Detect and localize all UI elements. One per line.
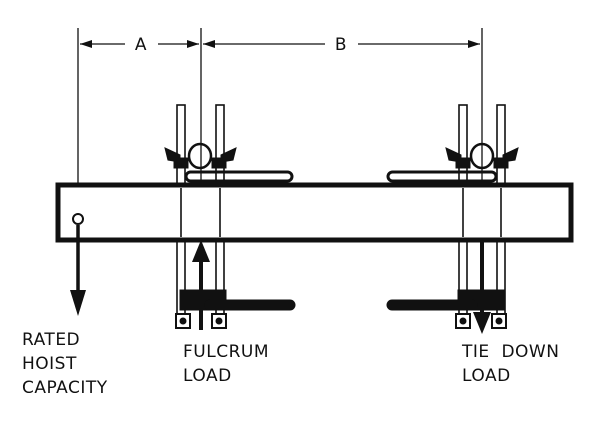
svg-text:HOIST: HOIST: [22, 354, 77, 374]
dimension-b-label: B: [335, 35, 347, 55]
svg-text:TIE DOWN: TIE DOWN: [461, 342, 559, 362]
rated-hoist-capacity-label: RATED HOIST CAPACITY: [22, 330, 108, 398]
svg-text:FULCRUM: FULCRUM: [183, 342, 269, 362]
dimension-a: [80, 40, 199, 48]
fulcrum-load-label: FULCRUM LOAD: [183, 342, 269, 386]
tie-down-load-label: TIE DOWN LOAD: [461, 342, 559, 386]
load-arrows: [70, 225, 491, 334]
svg-text:LOAD: LOAD: [462, 366, 511, 386]
svg-text:RATED: RATED: [22, 330, 80, 350]
dimension-b: [203, 40, 480, 48]
hoist-point: [72, 213, 84, 225]
dimension-a-label: A: [135, 35, 147, 55]
beam: [55, 182, 574, 243]
svg-text:LOAD: LOAD: [183, 366, 232, 386]
fulcrum-arrow-head: [192, 240, 210, 262]
extension-lines: [77, 28, 483, 330]
hoist-arrow-head: [70, 290, 86, 316]
tie-down-arrow-head: [473, 312, 491, 334]
svg-text:CAPACITY: CAPACITY: [22, 378, 108, 398]
